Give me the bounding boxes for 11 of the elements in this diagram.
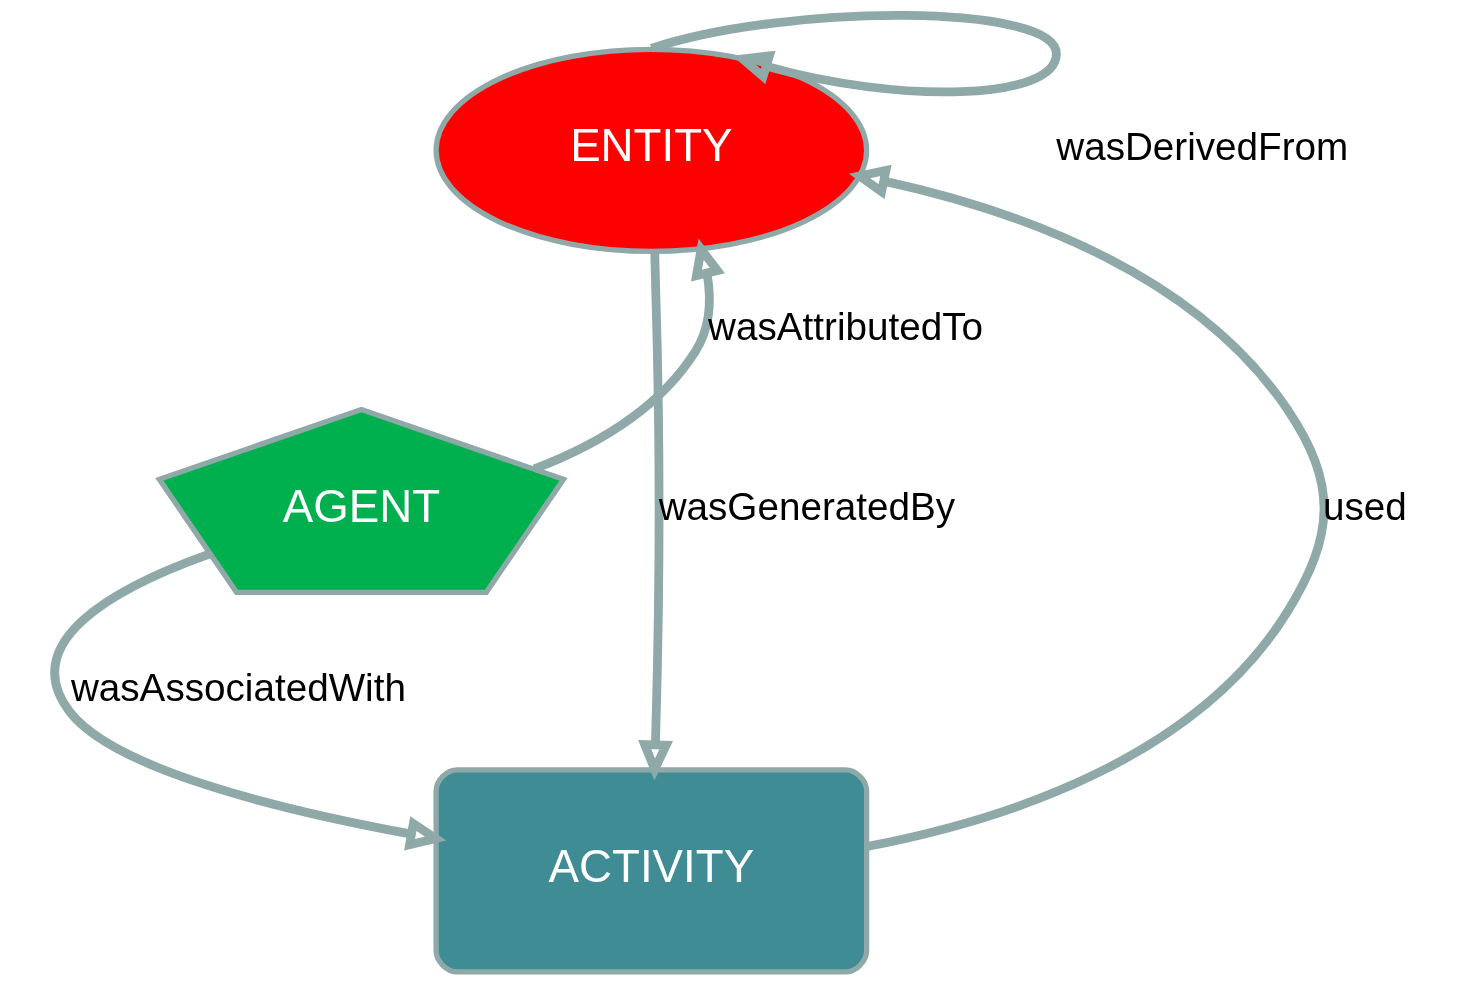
edge-label: wasAttributedTo	[707, 305, 983, 349]
arrow	[532, 238, 725, 473]
edge-label: wasDerivedFrom	[1055, 125, 1348, 169]
edge-label: wasAssociatedWith	[70, 665, 406, 709]
arrow	[637, 251, 673, 781]
arrow	[848, 164, 1328, 851]
node-box: ACTIVITY	[432, 767, 869, 975]
edge-label: wasGeneratedBy	[658, 485, 955, 529]
edge-label: used	[1322, 485, 1407, 529]
arrow	[50, 549, 446, 851]
node-ellipse: ENTITY	[432, 46, 869, 255]
